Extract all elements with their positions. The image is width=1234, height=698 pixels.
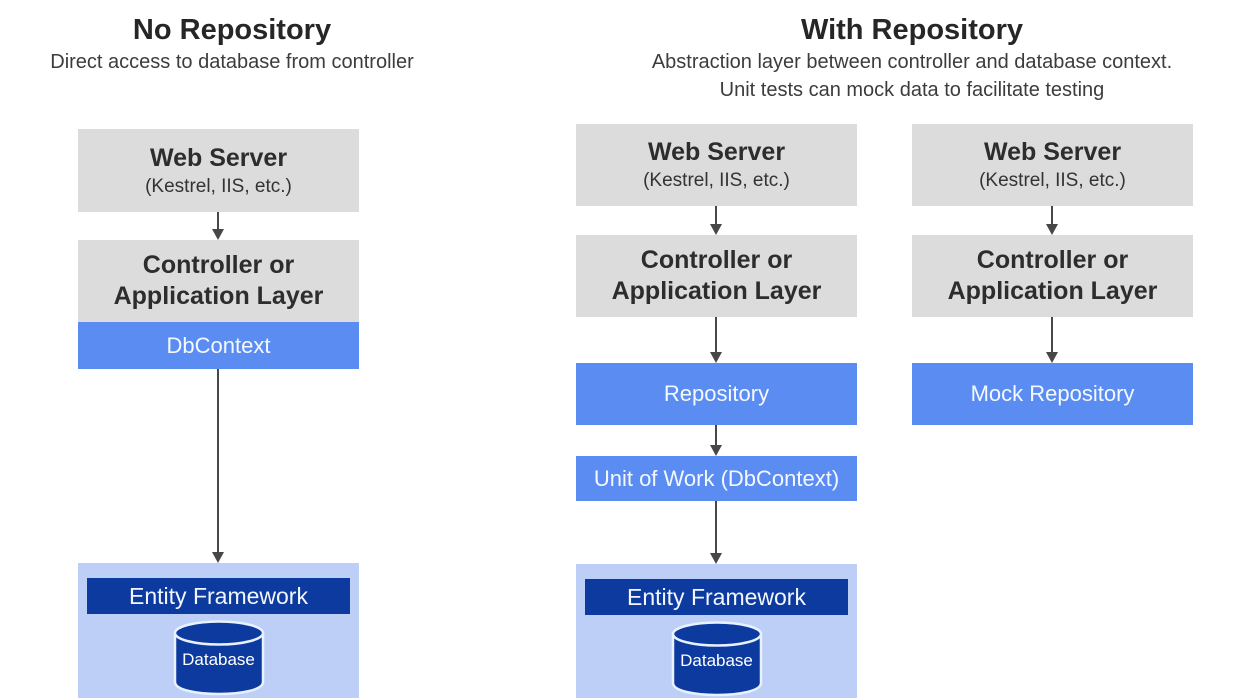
- arrow-head: [212, 229, 224, 240]
- database-cylinder: Database: [670, 621, 764, 698]
- entity-framework-label: Entity Framework: [627, 583, 806, 610]
- web-server-subtitle: (Kestrel, IIS, etc.): [643, 170, 790, 191]
- arrow-shaft: [217, 369, 219, 552]
- controller-title-line2: Application Layer: [947, 277, 1158, 305]
- dbcontext-label: DbContext: [166, 332, 271, 358]
- entity-framework-container-no-repo: Entity Framework Database: [78, 563, 359, 698]
- arrow-shaft: [715, 206, 717, 224]
- web-server-subtitle: (Kestrel, IIS, etc.): [145, 175, 292, 197]
- database-label: Database: [182, 650, 255, 669]
- section-header-with-repository: With Repository Abstraction layer betwee…: [592, 12, 1232, 104]
- arrow-dbcontext-to-ef: [211, 369, 225, 563]
- entity-framework-container-repo: Entity Framework Database: [576, 564, 857, 698]
- repository-box: Repository: [576, 363, 857, 425]
- web-server-box-repo: Web Server (Kestrel, IIS, etc.): [576, 124, 857, 206]
- web-server-subtitle: (Kestrel, IIS, etc.): [979, 170, 1126, 191]
- web-server-box-mock: Web Server (Kestrel, IIS, etc.): [912, 124, 1193, 206]
- arrow-head: [710, 352, 722, 363]
- entity-framework-header: Entity Framework: [87, 578, 350, 614]
- web-server-title: Web Server: [983, 138, 1122, 166]
- mock-repository-box: Mock Repository: [912, 363, 1193, 425]
- web-server-title: Web Server: [149, 143, 288, 172]
- web-server-title: Web Server: [647, 138, 786, 166]
- arrow-shaft: [715, 317, 717, 352]
- controller-title-line2: Application Layer: [611, 277, 822, 305]
- arrow-head: [212, 552, 224, 563]
- web-server-box-no-repo: Web Server (Kestrel, IIS, etc.): [78, 129, 359, 212]
- dbcontext-bar: DbContext: [78, 322, 359, 369]
- controller-title-line1: Controller or: [142, 251, 295, 279]
- controller-box-mock: Controller or Application Layer: [912, 235, 1193, 317]
- controller-title-line1: Controller or: [976, 246, 1129, 274]
- no-repository-title: No Repository: [132, 14, 332, 46]
- with-repository-subtitle-line1: Abstraction layer between controller and…: [651, 51, 1173, 73]
- arrow-repository-to-uow: [709, 425, 723, 456]
- entity-framework-label: Entity Framework: [129, 582, 308, 609]
- arrow-shaft: [715, 501, 717, 553]
- section-header-no-repository: No Repository Direct access to database …: [12, 12, 452, 76]
- with-repository-title: With Repository: [800, 14, 1024, 46]
- arrow-head: [710, 445, 722, 456]
- no-repository-subtitle: Direct access to database from controlle…: [50, 51, 414, 73]
- database-cylinder-icon: [671, 621, 762, 697]
- database-cylinder: Database: [172, 620, 266, 698]
- with-repository-subtitle-line2: Unit tests can mock data to facilitate t…: [719, 79, 1105, 101]
- repository-label: Repository: [663, 381, 770, 406]
- database-cylinder-icon: [173, 620, 264, 696]
- controller-title-line2: Application Layer: [113, 282, 324, 310]
- arrow-webserver-to-controller-no-repo: [211, 212, 225, 240]
- controller-box-no-repo: Controller or Application Layer: [78, 240, 359, 322]
- arrow-shaft: [715, 425, 717, 445]
- arrow-webserver-to-controller-repo: [709, 206, 723, 235]
- arrow-webserver-to-controller-mock: [1045, 206, 1059, 235]
- database-label: Database: [680, 651, 753, 670]
- unit-of-work-box: Unit of Work (DbContext): [576, 456, 857, 501]
- arrow-shaft: [1051, 317, 1053, 352]
- entity-framework-header: Entity Framework: [585, 579, 848, 615]
- arrow-head: [710, 224, 722, 235]
- controller-title-line1: Controller or: [640, 246, 793, 274]
- arrow-controller-to-repository: [709, 317, 723, 363]
- unit-of-work-label: Unit of Work (DbContext): [593, 465, 840, 491]
- arrow-head: [1046, 224, 1058, 235]
- arrow-head: [710, 553, 722, 564]
- controller-box-repo: Controller or Application Layer: [576, 235, 857, 317]
- arrow-uow-to-ef: [709, 501, 723, 564]
- arrow-shaft: [1051, 206, 1053, 224]
- mock-repository-label: Mock Repository: [970, 381, 1135, 406]
- arrow-head: [1046, 352, 1058, 363]
- arrow-controller-to-mock-repository: [1045, 317, 1059, 363]
- arrow-shaft: [217, 212, 219, 229]
